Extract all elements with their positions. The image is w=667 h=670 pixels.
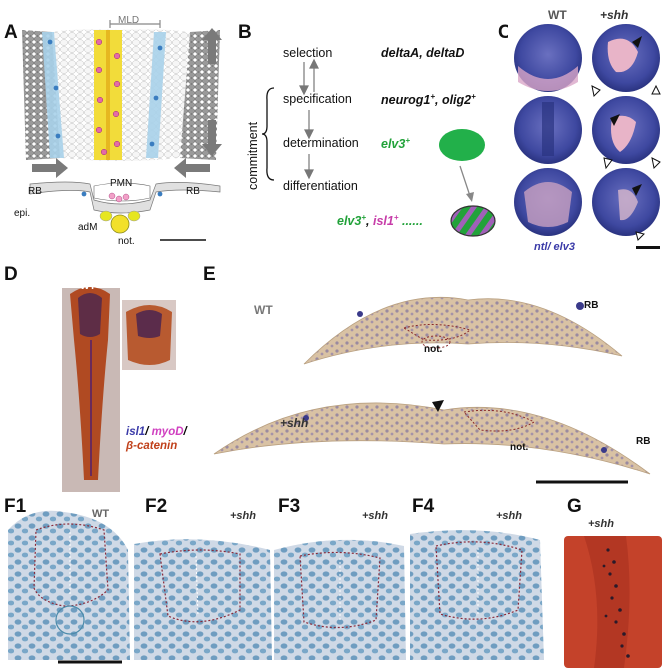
- panel-e-sections: [213, 296, 651, 484]
- panel-e-rb-top: RB: [584, 300, 599, 311]
- commitment-brace: [261, 87, 275, 181]
- commitment-label: commitment: [246, 121, 260, 190]
- neural-plate-schematic: [22, 20, 222, 241]
- panel-letter-a: A: [4, 22, 18, 43]
- rb-label-right: RB: [186, 186, 200, 197]
- genes-specification: neurog1+, olig2+: [381, 92, 476, 108]
- panel-d-wt-label: WT: [80, 281, 96, 292]
- panel-f2-shh-label: +shh: [230, 510, 256, 522]
- panel-e-shh-label: +shh: [280, 416, 309, 430]
- panel-f1-wt-label: WT: [92, 508, 110, 520]
- panel-letter-f2: F2: [145, 496, 168, 517]
- adm-label: adM: [78, 222, 98, 233]
- ntl-elv3-label: ntl/ elv3: [534, 241, 575, 253]
- panel-e-rb-bottom: RB: [636, 436, 651, 447]
- panel-d-shh-label: +shh: [136, 281, 162, 293]
- diff-arrow: [459, 165, 474, 202]
- green-cell-icon: [439, 129, 485, 161]
- mld-label: MLD: [118, 15, 140, 26]
- panel-d-legend: isl1/ myoD/ β-catenin: [126, 426, 187, 452]
- panel-c-wt-label: WT: [548, 8, 567, 22]
- panel-letter-b: B: [238, 22, 252, 43]
- genes-determination: elv3+: [381, 136, 411, 152]
- panel-c-shh-label: +shh: [600, 8, 629, 22]
- embryo-image-grid: [508, 22, 664, 242]
- panel-letter-e: E: [203, 264, 216, 285]
- striped-cell-icon: [450, 205, 496, 237]
- rb-label-left: RB: [28, 186, 42, 197]
- panel-e-not-top: not.: [424, 344, 443, 355]
- genes-differentiation: elv3+, isl1+ ......: [337, 213, 423, 229]
- panel-f3-shh-label: +shh: [362, 510, 388, 522]
- panel-letter-f3: F3: [278, 496, 301, 517]
- panel-f4-shh-label: +shh: [496, 510, 522, 522]
- panel-d-image: [62, 280, 176, 492]
- scale-bar-c: [636, 246, 660, 249]
- epi-label: epi.: [14, 208, 31, 219]
- stage-differentiation: differentiation: [283, 179, 358, 193]
- panel-f-sections: [8, 510, 544, 664]
- panel-letter-g: G: [567, 496, 582, 517]
- not-label: not.: [118, 236, 135, 247]
- stage-selection: selection: [283, 46, 333, 60]
- genes-selection: deltaA, deltaD: [381, 46, 465, 60]
- panel-e-not-bottom: not.: [510, 442, 529, 453]
- panel-g-shh-label: +shh: [588, 518, 614, 530]
- panel-letter-f4: F4: [412, 496, 435, 517]
- panel-e-wt-label: WT: [254, 303, 273, 317]
- stage-determination: determination: [283, 136, 359, 150]
- flow-arrows: [299, 58, 319, 180]
- panel-letter-d: D: [4, 264, 18, 285]
- panel-letter-f1: F1: [4, 496, 27, 517]
- pmn-label: PMN: [110, 178, 133, 189]
- stage-specification: specification: [283, 92, 352, 106]
- panel-g-image: [564, 536, 662, 668]
